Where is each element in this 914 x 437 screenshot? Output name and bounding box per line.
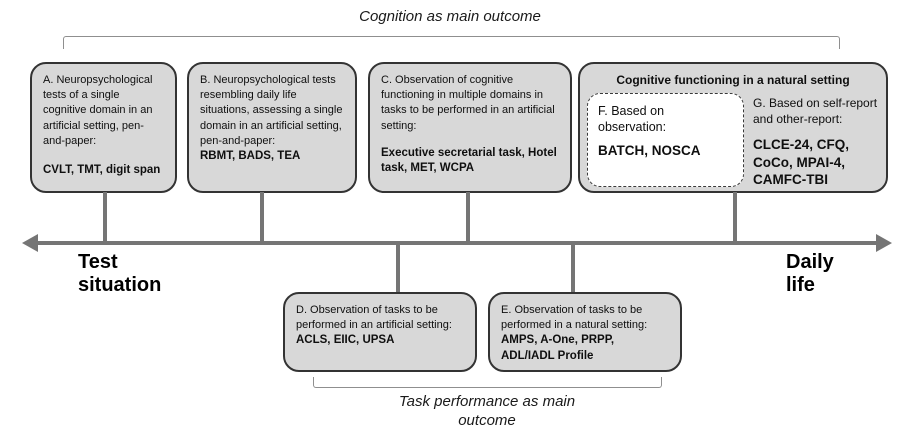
connector-box-e (571, 243, 575, 293)
box-f-observation: F. Based on observation: BATCH, NOSCA (587, 93, 744, 187)
box-g-description: G. Based on self-report and other-report… (753, 96, 878, 126)
axis-label-daily-life: Daily life (786, 251, 834, 296)
box-d-instruments: ACLS, EIIC, UPSA (296, 334, 395, 347)
axis-arrow-right-icon (876, 234, 892, 252)
box-a-instruments: CVLT, TMT, digit span (43, 164, 161, 177)
continuum-axis (34, 241, 880, 245)
box-natural-setting-group: Cognitive functioning in a natural setti… (578, 62, 888, 193)
bottom-bracket-label-line2: outcome (458, 412, 516, 429)
connector-box-c (466, 192, 470, 243)
box-a-description: A. Neuropsychological tests of a single … (43, 74, 153, 147)
box-c-observation-artificial: C. Observation of cognitive functioning … (368, 62, 572, 193)
connector-box-b (260, 192, 264, 243)
top-bracket-label: Cognition as main outcome (359, 8, 541, 25)
connector-box-d (396, 243, 400, 293)
box-e-description: E. Observation of tasks to be performed … (501, 304, 648, 332)
axis-label-test-situation: Test situation (78, 251, 162, 296)
box-e-tasks-natural: E. Observation of tasks to be performed … (488, 292, 682, 372)
box-d-description: D. Observation of tasks to be performed … (296, 304, 452, 332)
box-c-instruments: Executive secretarial task, Hotel task, … (381, 146, 557, 175)
box-g-self-report: G. Based on self-report and other-report… (753, 95, 885, 189)
bottom-bracket-label-line1: Task performance as main (398, 393, 576, 410)
axis-arrow-left-icon (22, 234, 38, 252)
box-f-description: F. Based on observation: (598, 104, 667, 134)
box-a-neuropsych-tests: A. Neuropsychological tests of a single … (30, 62, 177, 193)
box-f-instruments: BATCH, NOSCA (598, 143, 701, 158)
box-b-instruments: RBMT, BADS, TEA (200, 150, 301, 163)
box-e-instruments: AMPS, A-One, PRPP, ADL/IADL Profile (501, 334, 615, 362)
box-b-neuropsych-daily-life: B. Neuropsychological tests resembling d… (187, 62, 357, 193)
bottom-bracket (313, 377, 662, 388)
natural-setting-title: Cognitive functioning in a natural setti… (616, 73, 850, 87)
top-bracket (63, 36, 840, 49)
box-d-tasks-artificial: D. Observation of tasks to be performed … (283, 292, 477, 372)
box-g-instruments: CLCE-24, CFQ, CoCo, MPAI-4, CAMFC-TBI (753, 137, 850, 187)
box-c-description: C. Observation of cognitive functioning … (381, 74, 555, 132)
connector-box-a (103, 192, 107, 243)
bottom-bracket-label: Task performance as main outcome (337, 392, 637, 430)
connector-box-fg (733, 192, 737, 243)
box-b-description: B. Neuropsychological tests resembling d… (200, 74, 343, 147)
